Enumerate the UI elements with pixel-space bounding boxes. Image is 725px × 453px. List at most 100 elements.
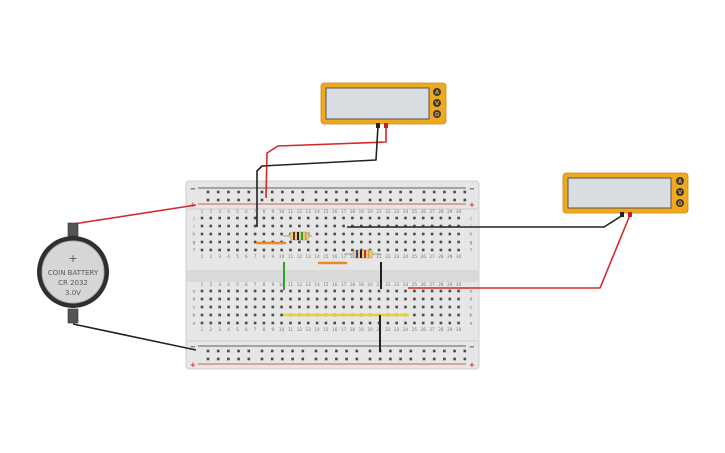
terminal-hole[interactable] xyxy=(289,321,292,325)
rail-hole[interactable] xyxy=(355,198,359,202)
terminal-hole[interactable] xyxy=(413,297,416,301)
rail-hole[interactable] xyxy=(389,349,392,353)
multimeter-top-black-probe-port[interactable] xyxy=(376,123,380,128)
resistor-2[interactable] xyxy=(345,249,381,259)
rail-hole[interactable] xyxy=(260,357,264,361)
terminal-hole[interactable] xyxy=(430,297,434,301)
terminal-hole[interactable] xyxy=(289,248,292,252)
rail-hole[interactable] xyxy=(227,357,230,361)
terminal-hole[interactable] xyxy=(315,224,319,228)
terminal-hole[interactable] xyxy=(448,240,452,244)
rail-hole[interactable] xyxy=(314,198,318,202)
rail-hole[interactable] xyxy=(453,190,456,194)
multimeter-right-button-a[interactable] xyxy=(676,177,684,185)
breadboard-holes[interactable] xyxy=(200,190,467,361)
terminal-hole[interactable] xyxy=(298,305,301,309)
terminal-hole[interactable] xyxy=(386,321,390,325)
terminal-hole[interactable] xyxy=(253,240,257,244)
rail-hole[interactable] xyxy=(281,357,284,361)
terminal-hole[interactable] xyxy=(342,248,345,252)
terminal-hole[interactable] xyxy=(342,232,345,236)
terminal-hole[interactable] xyxy=(315,248,319,252)
terminal-hole[interactable] xyxy=(386,216,390,220)
terminal-hole[interactable] xyxy=(244,248,248,252)
terminal-hole[interactable] xyxy=(395,224,398,228)
terminal-hole[interactable] xyxy=(395,289,398,293)
terminal-hole[interactable] xyxy=(421,305,425,309)
rail-hole[interactable] xyxy=(270,357,274,361)
terminal-hole[interactable] xyxy=(227,248,230,252)
terminal-hole[interactable] xyxy=(377,305,381,309)
terminal-hole[interactable] xyxy=(306,248,310,252)
rail-hole[interactable] xyxy=(355,357,359,361)
terminal-hole[interactable] xyxy=(306,224,310,228)
terminal-hole[interactable] xyxy=(324,297,328,301)
rail-hole[interactable] xyxy=(422,357,426,361)
terminal-hole[interactable] xyxy=(280,232,283,236)
rail-hole[interactable] xyxy=(355,190,359,194)
terminal-hole[interactable] xyxy=(209,305,213,309)
rail-hole[interactable] xyxy=(291,357,294,361)
rail-hole[interactable] xyxy=(301,349,305,353)
rail-hole[interactable] xyxy=(453,349,456,353)
terminal-hole[interactable] xyxy=(430,240,434,244)
rail-hole[interactable] xyxy=(345,357,348,361)
terminal-hole[interactable] xyxy=(439,305,443,309)
rail-hole[interactable] xyxy=(432,198,436,202)
rail-hole[interactable] xyxy=(335,357,338,361)
terminal-hole[interactable] xyxy=(421,313,425,317)
rail-hole[interactable] xyxy=(443,190,446,194)
rail-hole[interactable] xyxy=(378,198,382,202)
multimeter-top-button-a[interactable] xyxy=(433,88,441,96)
rail-hole[interactable] xyxy=(432,190,436,194)
terminal-hole[interactable] xyxy=(404,232,407,236)
terminal-hole[interactable] xyxy=(200,313,204,317)
terminal-hole[interactable] xyxy=(236,297,239,301)
terminal-hole[interactable] xyxy=(253,289,257,293)
terminal-hole[interactable] xyxy=(324,248,328,252)
terminal-hole[interactable] xyxy=(413,240,416,244)
rail-hole[interactable] xyxy=(281,198,284,202)
terminal-hole[interactable] xyxy=(298,297,301,301)
terminal-hole[interactable] xyxy=(218,240,221,244)
terminal-hole[interactable] xyxy=(209,224,213,228)
rail-hole[interactable] xyxy=(399,349,402,353)
terminal-hole[interactable] xyxy=(333,305,336,309)
terminal-hole[interactable] xyxy=(306,216,310,220)
terminal-hole[interactable] xyxy=(298,289,301,293)
terminal-hole[interactable] xyxy=(280,297,283,301)
rail-hole[interactable] xyxy=(247,349,251,353)
terminal-hole[interactable] xyxy=(448,305,452,309)
terminal-hole[interactable] xyxy=(209,248,213,252)
terminal-hole[interactable] xyxy=(448,248,452,252)
terminal-hole[interactable] xyxy=(324,305,328,309)
terminal-hole[interactable] xyxy=(342,240,345,244)
terminal-hole[interactable] xyxy=(262,216,266,220)
terminal-hole[interactable] xyxy=(404,289,407,293)
rail-hole[interactable] xyxy=(237,198,240,202)
terminal-hole[interactable] xyxy=(360,232,363,236)
terminal-hole[interactable] xyxy=(315,297,319,301)
terminal-hole[interactable] xyxy=(315,232,319,236)
terminal-hole[interactable] xyxy=(262,297,266,301)
rail-hole[interactable] xyxy=(422,198,426,202)
terminal-hole[interactable] xyxy=(333,321,336,325)
rail-hole[interactable] xyxy=(368,198,372,202)
terminal-hole[interactable] xyxy=(271,216,275,220)
terminal-hole[interactable] xyxy=(306,297,310,301)
rail-hole[interactable] xyxy=(260,198,264,202)
terminal-hole[interactable] xyxy=(404,240,407,244)
rail-hole[interactable] xyxy=(237,349,240,353)
terminal-hole[interactable] xyxy=(368,232,372,236)
terminal-hole[interactable] xyxy=(253,232,257,236)
rail-hole[interactable] xyxy=(389,198,392,202)
rail-hole[interactable] xyxy=(270,349,274,353)
terminal-hole[interactable] xyxy=(253,216,257,220)
multimeter-right-button-v[interactable] xyxy=(676,188,684,196)
terminal-hole[interactable] xyxy=(360,216,363,220)
rail-hole[interactable] xyxy=(432,349,436,353)
terminal-hole[interactable] xyxy=(200,224,204,228)
terminal-hole[interactable] xyxy=(253,224,257,228)
rail-hole[interactable] xyxy=(301,190,305,194)
terminal-hole[interactable] xyxy=(439,313,443,317)
